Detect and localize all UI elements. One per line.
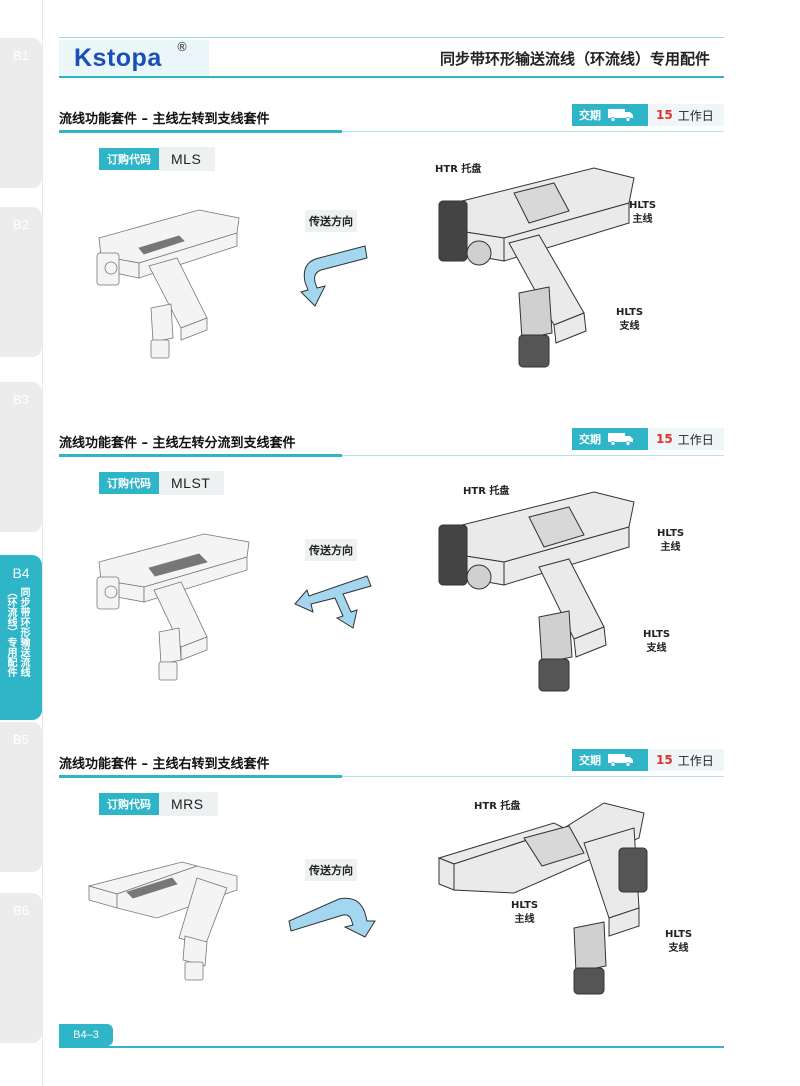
small-product-drawing — [87, 861, 238, 981]
callout-branch-label: 支线 — [619, 321, 640, 332]
chapter-tab-b6[interactable]: B6 — [0, 893, 42, 1043]
chapter-tab-b2[interactable]: B2 — [0, 207, 42, 357]
lead-time-days: 15 — [656, 108, 673, 122]
callout-tray: HTR 托盘 — [474, 801, 521, 812]
callout-main-line: HLTS 主线 — [657, 527, 684, 555]
chapter-tab-line-2: （环流线）专用配件 — [5, 587, 16, 677]
section-rule — [59, 776, 724, 777]
lead-time-tag: 交期 — [572, 428, 648, 450]
callout-main-code: HLTS — [657, 528, 685, 539]
chapter-tab-code: B6 — [13, 903, 29, 918]
lead-time-tag: 交期 — [572, 104, 648, 126]
chapter-tab-code: B3 — [13, 392, 29, 407]
callout-branch-code: HLTS — [665, 929, 693, 940]
truck-icon — [608, 433, 633, 446]
footer-rule — [59, 1046, 724, 1048]
lead-time-label: 交期 — [579, 109, 601, 122]
chapter-tab-b1[interactable]: B1 — [0, 38, 42, 188]
chapter-tab-title: 同步带环形输送流线 （环流线）专用配件 — [4, 587, 29, 677]
section-mls: 流线功能套件 – 主线左转到支线套件 交期 15 工作日 订购代码 MLS — [59, 104, 724, 408]
section-rule-accent — [59, 454, 342, 457]
logo-background — [59, 40, 209, 76]
callout-main-line: HLTS 主线 — [629, 199, 656, 227]
lead-time-label: 交期 — [579, 433, 601, 446]
large-product-drawing — [437, 802, 648, 995]
chapter-tab-b4[interactable]: B4 同步带环形输送流线 （环流线）专用配件 — [0, 555, 42, 720]
callout-main-label: 主线 — [514, 914, 535, 925]
callout-branch-line: HLTS 支线 — [665, 928, 692, 956]
callout-tray: HTR 托盘 — [463, 486, 510, 497]
section-rule — [59, 131, 724, 132]
callout-branch-line: HLTS 支线 — [616, 306, 643, 334]
lead-time-unit: 工作日 — [677, 432, 714, 447]
section-title: 流线功能套件 – 主线左转到支线套件 — [59, 112, 270, 127]
callout-branch-line: HLTS 支线 — [643, 628, 670, 656]
brand-logo: Kstopa — [74, 44, 162, 72]
page-number: B4–3 — [59, 1024, 113, 1046]
callout-main-label: 主线 — [632, 214, 653, 225]
section-mrs: 流线功能套件 – 主线右转到支线套件 交期 15 工作日 订购代码 MRS — [59, 749, 724, 1053]
callout-branch-label: 支线 — [646, 643, 667, 654]
callout-branch-code: HLTS — [643, 629, 671, 640]
chapter-tab-code: B5 — [13, 732, 29, 747]
callout-main-label: 主线 — [660, 542, 681, 553]
lead-time-unit: 工作日 — [677, 108, 714, 123]
flow-arrow-icon — [300, 245, 368, 307]
flow-direction-label: 传送方向 — [305, 859, 357, 881]
order-code-value: MLST — [159, 471, 225, 495]
lead-time: 交期 15 工作日 — [572, 428, 724, 450]
section-rule-accent — [59, 130, 342, 133]
header-top-rule — [59, 37, 724, 38]
chapter-tab-line-1: 同步带环形输送流线 — [18, 587, 29, 677]
page-title: 同步带环形输送流线（环流线）专用配件 — [439, 50, 710, 68]
lead-time-tag: 交期 — [572, 749, 648, 771]
lead-time-unit: 工作日 — [677, 753, 714, 768]
lead-time-days: 15 — [656, 432, 673, 446]
lead-time-label: 交期 — [579, 754, 601, 767]
section-title: 流线功能套件 – 主线左转分流到支线套件 — [59, 436, 296, 451]
callout-branch-code: HLTS — [616, 307, 644, 318]
chapter-tab-b5[interactable]: B5 — [0, 722, 42, 872]
callout-tray: HTR 托盘 — [435, 164, 482, 175]
order-code-label: 订购代码 — [99, 793, 159, 815]
chapter-tab-code: B2 — [13, 217, 29, 232]
flow-direction-label: 传送方向 — [305, 539, 357, 561]
flow-split-arrow-icon — [294, 575, 372, 629]
callout-branch-label: 支线 — [668, 943, 689, 954]
order-code-box: 订购代码 MLST — [99, 471, 225, 495]
flow-direction-label: 传送方向 — [305, 210, 357, 232]
callout-main-line: HLTS 主线 — [511, 899, 538, 927]
callout-main-code: HLTS — [629, 200, 657, 211]
section-rule — [59, 455, 724, 456]
order-code-label: 订购代码 — [99, 472, 159, 494]
order-code-value: MRS — [159, 792, 218, 816]
section-title: 流线功能套件 – 主线右转到支线套件 — [59, 757, 270, 772]
lead-time: 交期 15 工作日 — [572, 104, 724, 126]
large-product-drawing — [438, 167, 635, 368]
lead-time-days: 15 — [656, 753, 673, 767]
header-rule — [59, 76, 724, 78]
order-code-value: MLS — [159, 147, 216, 171]
chapter-tab-code: B1 — [13, 48, 29, 63]
lead-time: 交期 15 工作日 — [572, 749, 724, 771]
callout-main-code: HLTS — [511, 900, 539, 911]
truck-icon — [608, 754, 633, 767]
small-product-drawing — [96, 533, 250, 681]
order-code-box: 订购代码 MRS — [99, 792, 218, 816]
order-code-label: 订购代码 — [99, 148, 159, 170]
registered-mark: ® — [176, 40, 188, 54]
truck-icon — [608, 109, 633, 122]
large-product-drawing — [438, 491, 635, 692]
left-divider — [42, 0, 43, 1086]
chapter-tab-code: B4 — [12, 565, 30, 581]
order-code-box: 订购代码 MLS — [99, 147, 216, 171]
small-product-drawing — [96, 209, 240, 359]
flow-arrow-icon — [288, 897, 376, 938]
section-mlst: 流线功能套件 – 主线左转分流到支线套件 交期 15 工作日 订购代码 MLST — [59, 428, 724, 732]
section-rule-accent — [59, 775, 342, 778]
chapter-tab-b3[interactable]: B3 — [0, 382, 42, 532]
